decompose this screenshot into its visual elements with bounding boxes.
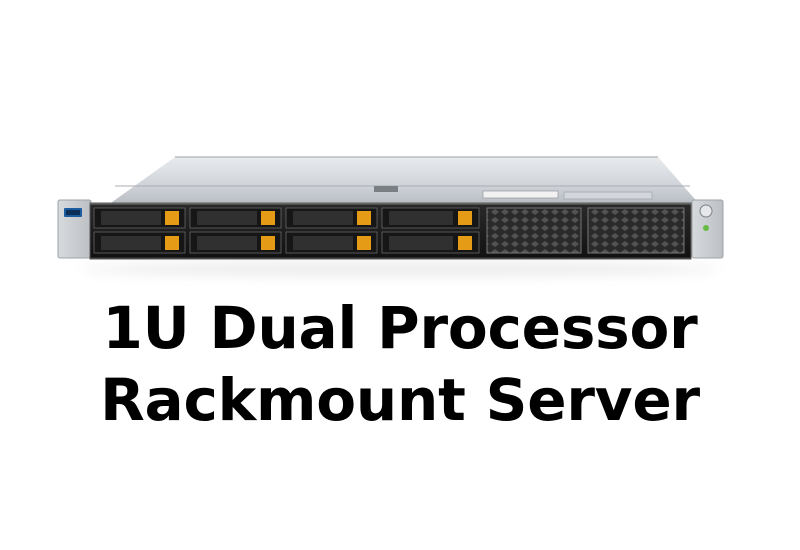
- vent-panel-left: [486, 207, 582, 254]
- product-caption: 1U Dual Processor Rackmount Server: [0, 292, 800, 436]
- rackmount-server-illustration: [57, 156, 724, 260]
- drive-bay-row-top: [93, 207, 480, 229]
- vent-panel-right: [587, 207, 685, 254]
- cover-latch: [374, 186, 398, 192]
- caption-line-2: Rackmount Server: [100, 366, 700, 434]
- caption-line-1: 1U Dual Processor: [102, 294, 698, 362]
- server-image: [57, 156, 724, 260]
- service-sticker: [563, 191, 653, 200]
- server-shadow: [80, 262, 720, 276]
- drive-latch-icon: [458, 236, 472, 250]
- service-label: [482, 190, 559, 199]
- drive-latch-icon: [165, 236, 179, 250]
- status-led-icon: [703, 225, 709, 231]
- drive-bay-row-bottom: [93, 231, 480, 254]
- drive-latch-icon: [165, 211, 179, 225]
- drive-latch-icon: [261, 211, 275, 225]
- drive-latch-icon: [261, 236, 275, 250]
- drive-latch-icon: [357, 236, 371, 250]
- drive-latch-icon: [357, 211, 371, 225]
- power-button-icon: [699, 204, 713, 218]
- drive-latch-icon: [458, 211, 472, 225]
